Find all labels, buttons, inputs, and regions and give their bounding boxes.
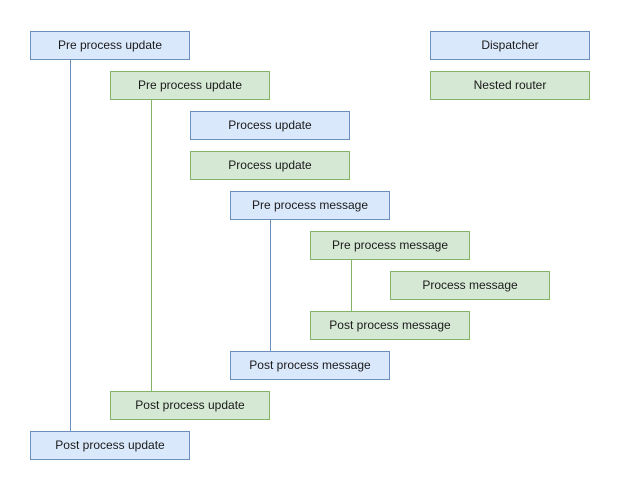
legend-item-dispatcher[interactable]: Dispatcher bbox=[430, 31, 590, 60]
node-router-process-update[interactable]: Process update bbox=[190, 151, 350, 180]
node-dispatcher-pre-process-message[interactable]: Pre process message bbox=[230, 191, 390, 220]
connector-line-dispatcher bbox=[70, 60, 71, 431]
node-dispatcher-pre-process-update[interactable]: Pre process update bbox=[30, 31, 190, 60]
node-dispatcher-process-update[interactable]: Process update bbox=[190, 111, 350, 140]
node-router-post-process-message[interactable]: Post process message bbox=[310, 311, 470, 340]
connector-line-router bbox=[151, 100, 152, 391]
node-router-process-message[interactable]: Process message bbox=[390, 271, 550, 300]
node-router-pre-process-update[interactable]: Pre process update bbox=[110, 71, 270, 100]
node-dispatcher-post-process-update[interactable]: Post process update bbox=[30, 431, 190, 460]
node-router-post-process-update[interactable]: Post process update bbox=[110, 391, 270, 420]
connector-line-dispatcher bbox=[270, 220, 271, 351]
legend-item-nested-router[interactable]: Nested router bbox=[430, 71, 590, 100]
node-router-pre-process-message[interactable]: Pre process message bbox=[310, 231, 470, 260]
connector-line-router bbox=[351, 260, 352, 311]
node-dispatcher-post-process-message[interactable]: Post process message bbox=[230, 351, 390, 380]
